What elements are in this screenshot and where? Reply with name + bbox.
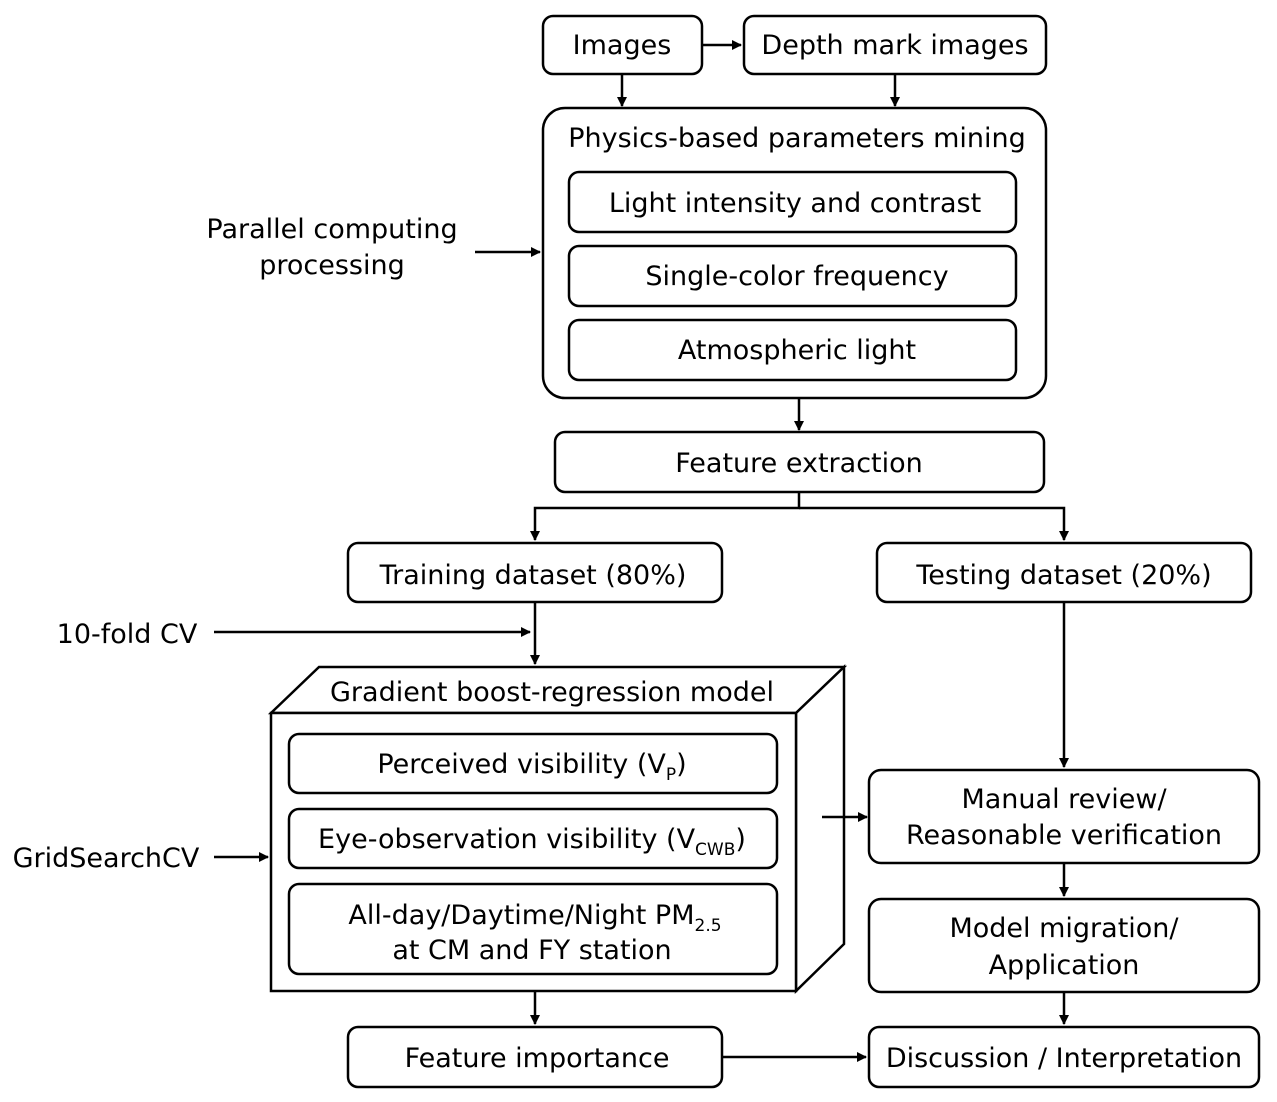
tenfold-cv-label: 10-fold CV <box>57 619 198 650</box>
feature-extraction-label: Feature extraction <box>675 448 923 479</box>
single-color-label: Single-color frequency <box>645 261 948 292</box>
gradient-model-box-side <box>794 664 846 994</box>
parallel-computing-label-line2: processing <box>259 250 405 281</box>
discussion-label: Discussion / Interpretation <box>886 1043 1242 1074</box>
gridsearchcv-label: GridSearchCV <box>13 843 200 874</box>
feature-importance-label: Feature importance <box>405 1043 670 1074</box>
arrow-to-testing <box>799 506 1069 541</box>
atmospheric-light-label: Atmospheric light <box>678 335 916 366</box>
single-color-box <box>567 244 1018 308</box>
discussion-box <box>867 1025 1261 1089</box>
perceived-visibility-box <box>287 732 779 795</box>
eye-visibility-label: Eye-observation visibility (VCWB) <box>318 824 746 860</box>
images-label: Images <box>573 30 672 61</box>
atmospheric-light-box <box>567 318 1018 382</box>
arrow-to-training <box>530 492 801 541</box>
manual-review-label-line2: Reasonable verification <box>906 820 1222 851</box>
physics-mining-label: Physics-based parameters mining <box>568 123 1026 154</box>
pm25-label-line2: at CM and FY station <box>392 935 671 966</box>
testing-dataset-label: Testing dataset (20%) <box>915 560 1211 591</box>
light-intensity-label: Light intensity and contrast <box>609 188 981 219</box>
pm25-label-line1: All-day/Daytime/Night PM2.5 <box>348 900 721 936</box>
gradient-model-label: Gradient boost-regression model <box>330 677 774 708</box>
eye-visibility-box <box>287 807 779 870</box>
parallel-computing-label-line1: Parallel computing <box>206 214 457 245</box>
model-migration-label-line1: Model migration/ <box>949 913 1179 944</box>
light-intensity-box <box>567 170 1018 234</box>
model-migration-label-line2: Application <box>989 950 1140 981</box>
training-dataset-label: Training dataset (80%) <box>379 560 687 591</box>
pm25-box <box>287 882 779 976</box>
perceived-visibility-label: Perceived visibility (VP) <box>377 749 686 785</box>
manual-review-label-line1: Manual review/ <box>961 784 1167 815</box>
depth-mark-images-label: Depth mark images <box>761 30 1028 61</box>
